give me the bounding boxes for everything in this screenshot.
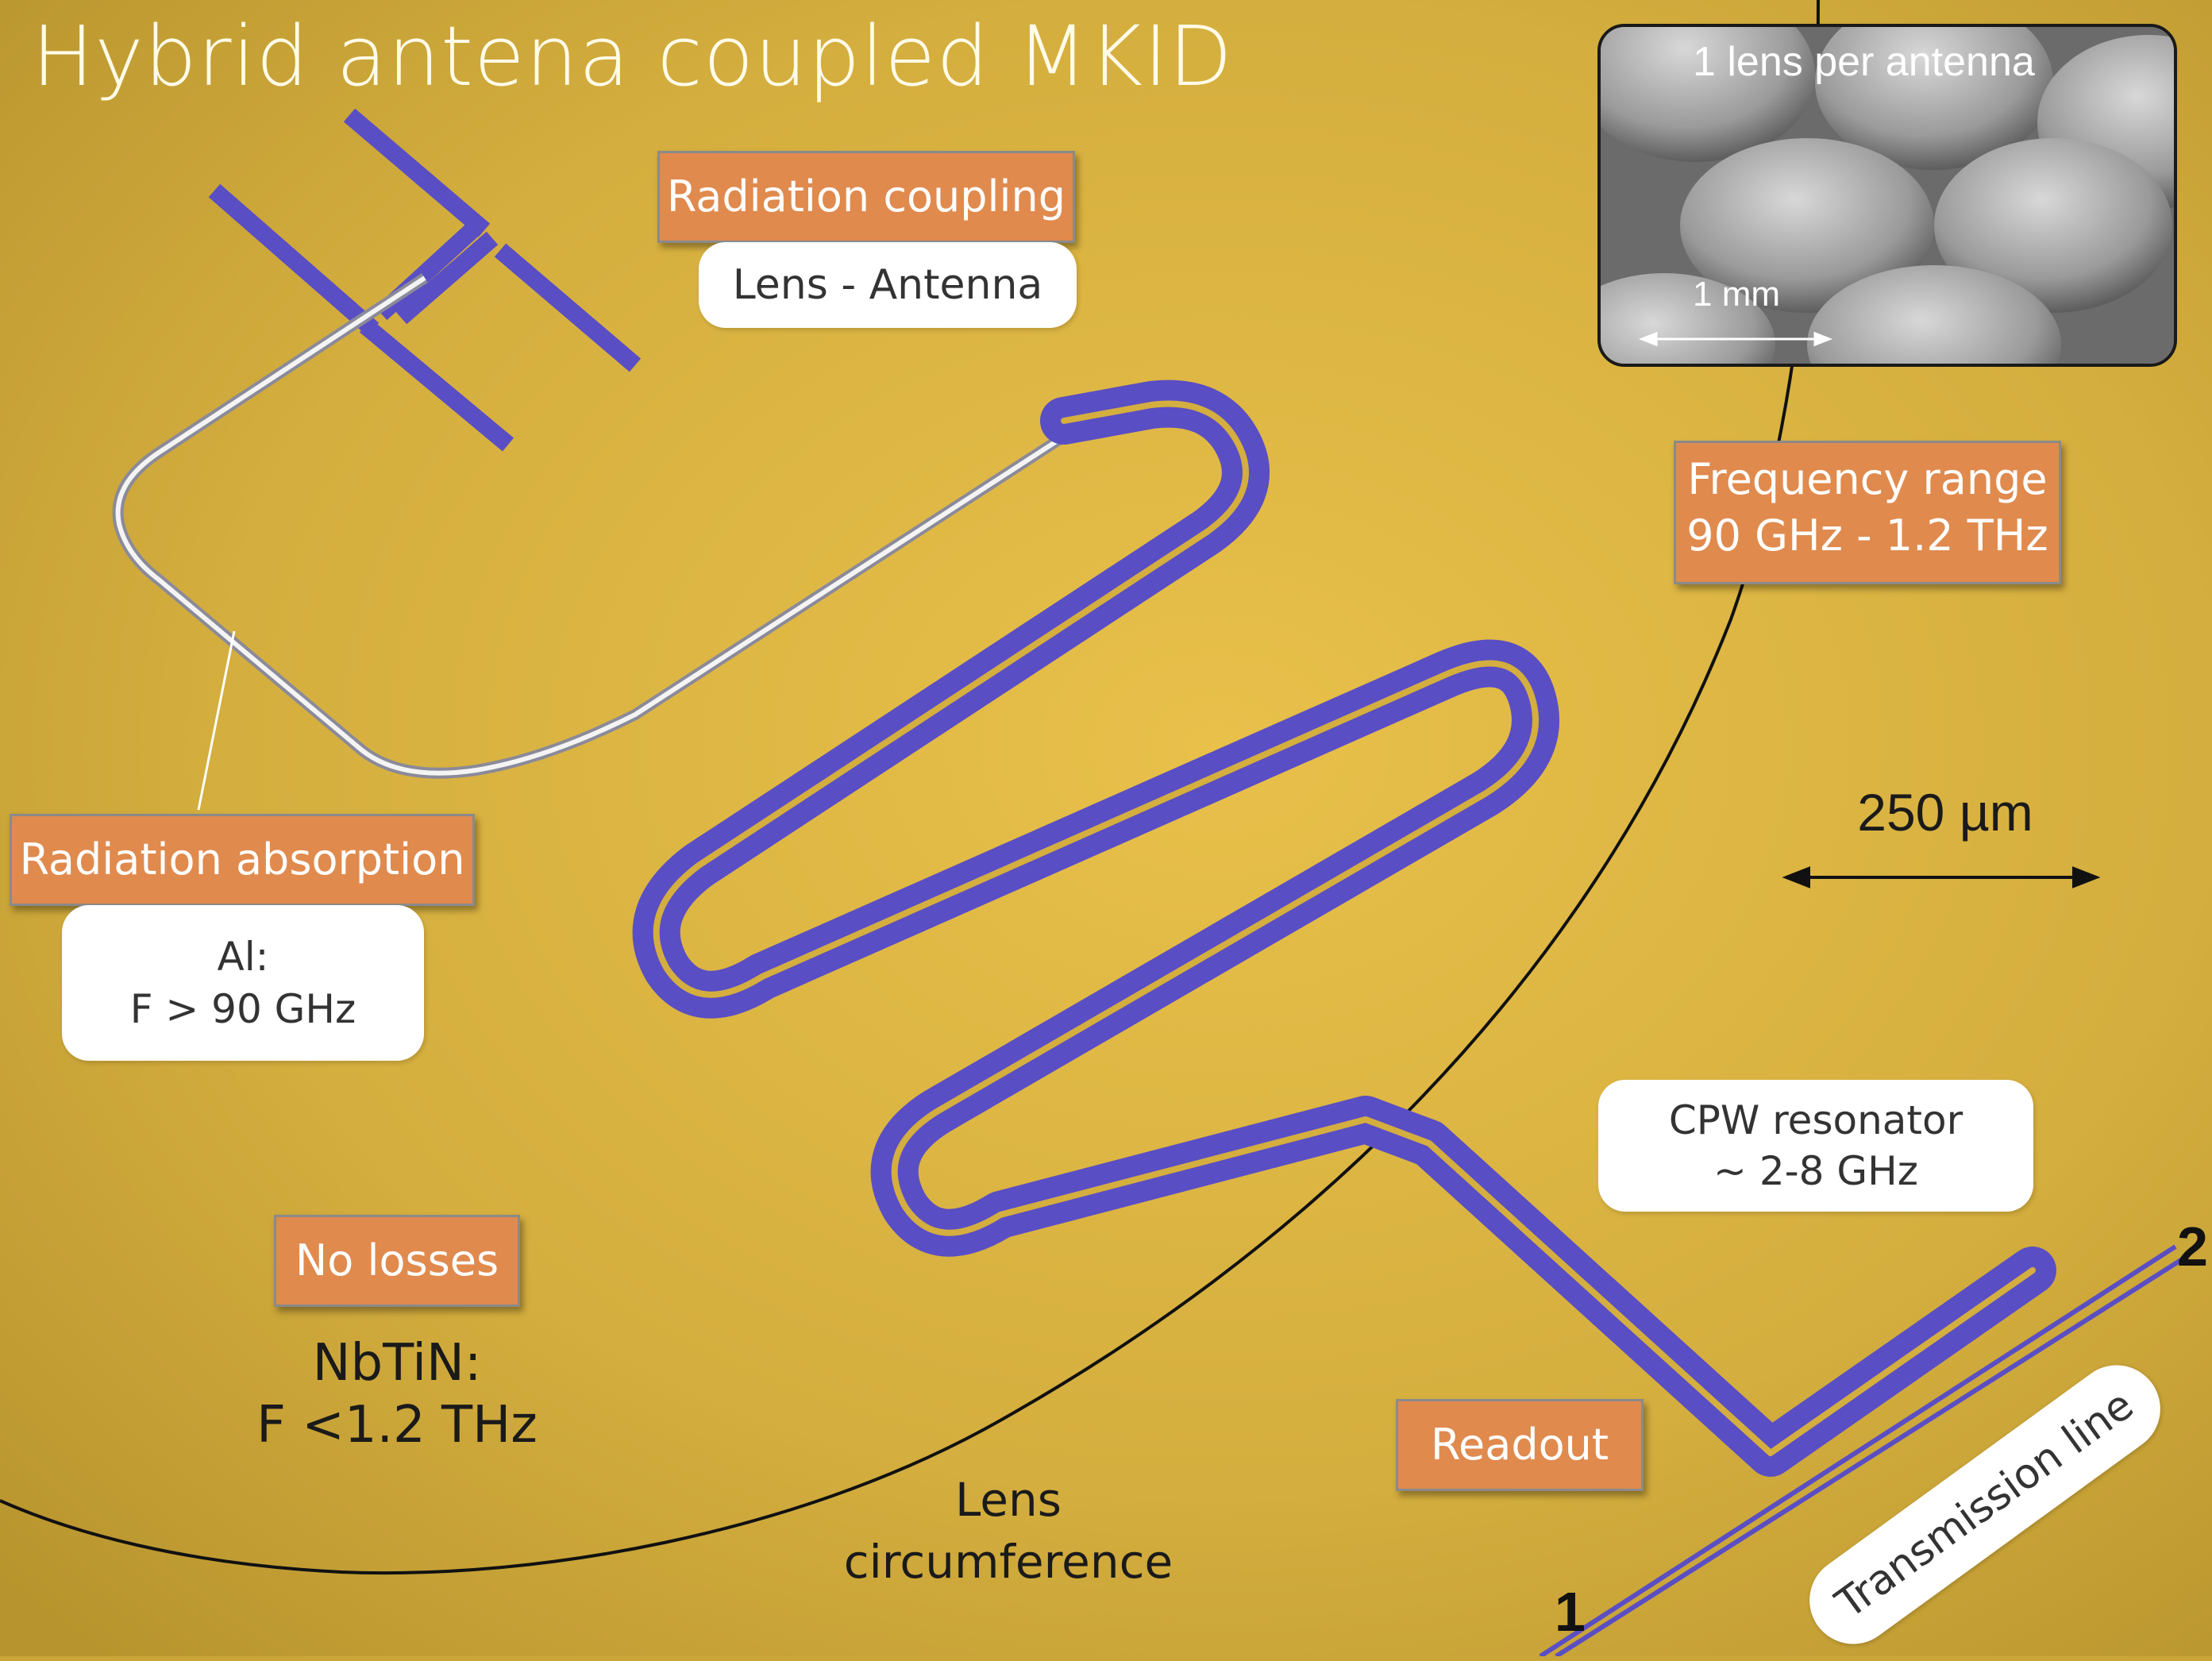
- scale-bar-arrow: [1782, 866, 2101, 888]
- radiation-absorption-label: Radiation absorption: [10, 814, 475, 906]
- page-title: Hybrid antena coupled MKID: [32, 8, 1233, 105]
- frequency-range-line2: 90 GHz - 1.2 THz: [1686, 511, 2048, 561]
- lens-circumference-text: Lens circumference: [826, 1473, 1191, 1589]
- radiation-coupling-label: Radiation coupling: [657, 151, 1075, 243]
- nbtin-line1: NbTiN:: [312, 1334, 482, 1393]
- inset-scale-label: 1 mm: [1693, 275, 1780, 314]
- al-line2: F > 90 GHz: [129, 986, 356, 1032]
- al-box: Al: F > 90 GHz: [62, 905, 424, 1061]
- cpw-resonator: [632, 380, 2056, 1477]
- port-2-label: 2: [2177, 1216, 2208, 1278]
- nbtin-text: NbTiN: F <1.2 THz: [238, 1334, 556, 1455]
- inset-scale-arrow: [1638, 331, 1833, 347]
- absorption-pointer: [197, 630, 236, 811]
- port-1-label: 1: [1555, 1581, 1586, 1643]
- lens-circumference-arc: [0, 0, 1820, 1575]
- lens-circ-line1: Lens: [955, 1473, 1062, 1527]
- sem-inset: 1 lens per antenna 1 mm: [1597, 24, 2177, 367]
- al-line1: Al:: [217, 934, 269, 980]
- frequency-range-label: Frequency range 90 GHz - 1.2 THz: [1674, 441, 2061, 584]
- cpw-resonator-box: CPW resonator ~ 2-8 GHz: [1598, 1080, 2033, 1212]
- transmission-line: [1539, 1244, 2185, 1656]
- scale-bar-label: 250 µm: [1857, 783, 2033, 842]
- lens-circ-line2: circumference: [843, 1535, 1173, 1589]
- cpw-line1: CPW resonator: [1668, 1097, 1963, 1143]
- inset-caption: 1 lens per antenna: [1693, 39, 2035, 85]
- cpw-line2: ~ 2-8 GHz: [1713, 1148, 1918, 1194]
- frequency-range-line1: Frequency range: [1687, 454, 2048, 504]
- no-losses-label: No losses: [274, 1215, 520, 1307]
- lens-antenna-box: Lens - Antenna: [699, 242, 1077, 328]
- readout-label: Readout: [1396, 1399, 1644, 1491]
- nbtin-line2: F <1.2 THz: [256, 1396, 538, 1455]
- lens-array-image: [1601, 27, 2174, 364]
